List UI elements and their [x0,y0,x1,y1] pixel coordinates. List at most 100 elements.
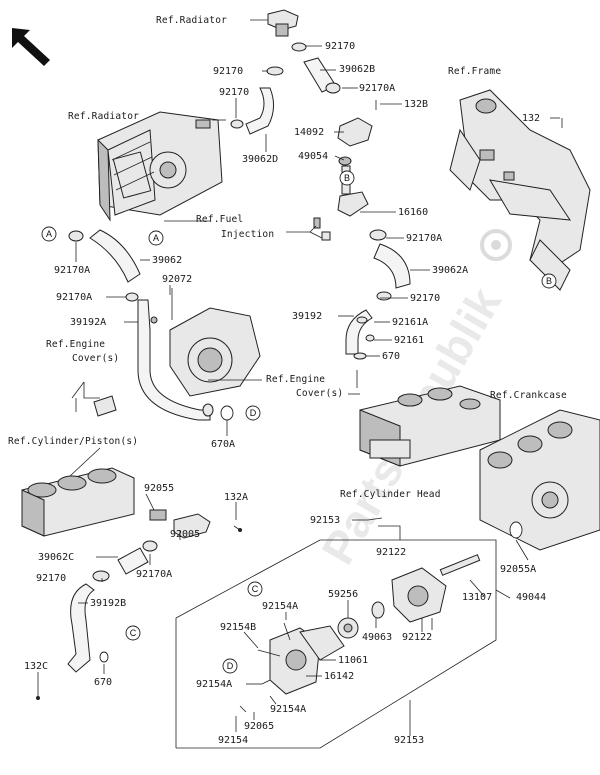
pipe-39192A [125,288,234,421]
svg-text:A: A [46,229,52,239]
part-39062: 39062 [152,255,182,266]
hose-39062C [92,540,158,582]
part-132B: 132B [404,99,428,110]
frame-illustration [449,89,591,291]
cylinder-block-illustration [21,467,135,537]
ref-radiator-top: Ref.Radiator [156,15,227,26]
svg-text:B: B [344,173,350,183]
callout-C-2: C [125,625,141,641]
part-92055: 92055 [144,483,174,494]
part-92170A: 92170A [359,83,395,94]
part-132C: 132C [24,661,48,672]
ref-cylinder-piston: Ref.Cylinder/Piston(s) [8,436,138,447]
part-13107: 13107 [462,592,492,603]
part-670A: 670A [211,439,235,450]
front-direction-arrow-icon [12,28,50,66]
hose-39062 [68,229,141,283]
part-92170A: 92170A [54,265,90,276]
part-49063: 49063 [362,632,392,643]
part-92170: 92170 [36,573,66,584]
callout-D-1: D [245,405,261,421]
part-39192A: 39192A [70,317,106,328]
hose-39062A [373,243,411,301]
leader-lines [37,19,560,736]
part-92122: 92122 [402,632,432,643]
part-92122: 92122 [376,547,406,558]
ref-engine-cover-right-1: Ref.Engine [266,374,325,385]
engine-cover-illustration [75,307,261,417]
part-11061: 11061 [338,655,368,666]
part-92170: 92170 [219,87,249,98]
water-pump-cover [269,625,345,695]
ref-frame: Ref.Frame [448,66,501,77]
ref-engine-cover-right-2: Cover(s) [296,388,343,399]
part-39192: 39192 [292,311,322,322]
shaft-13107 [439,554,481,576]
part-92161A: 92161A [392,317,428,328]
cylinder-head-illustration [359,385,501,467]
part-92170A: 92170A [56,292,92,303]
ref-cylinder-head: Ref.Cylinder Head [340,489,441,500]
part-92065: 92065 [244,721,274,732]
svg-text:C: C [130,628,137,638]
fitting-92005 [149,509,242,539]
ref-engine-cover-left-2: Cover(s) [72,353,119,364]
radiator-cap-neck [267,9,307,52]
bolts [239,517,433,730]
part-92170A: 92170A [406,233,442,244]
part-92153: 92153 [394,735,424,746]
svg-text:D: D [227,661,234,671]
svg-text:C: C [252,584,259,594]
thermostat-housing [325,82,387,241]
ref-fuel-2: Injection [221,229,274,240]
callout-B-1: B [339,170,355,186]
part-92055A: 92055A [500,564,536,575]
part-92170: 92170 [213,66,243,77]
part-16142: 16142 [324,671,354,682]
part-92170: 92170 [325,41,355,52]
callout-D-2: D [222,658,238,674]
fuel-injection-sensor [313,217,331,241]
part-39062A: 39062A [432,265,468,276]
part-16160: 16160 [398,207,428,218]
part-92072: 92072 [162,274,192,285]
callout-C-1: C [247,581,263,597]
pump-body [371,567,447,623]
part-39062B: 39062B [339,64,375,75]
ref-radiator-left: Ref.Radiator [68,111,139,122]
part-49044: 49044 [516,592,546,603]
part-49054: 49054 [298,151,328,162]
svg-text:B: B [546,276,552,286]
hose-39192 [345,309,375,388]
part-132: 132 [522,113,540,124]
part-132A: 132A [224,492,248,503]
part-92170A: 92170A [136,569,172,580]
ref-engine-cover-left-1: Ref.Engine [46,339,105,350]
part-670: 670 [94,677,112,688]
water-pump-frame [175,539,497,749]
part-92153: 92153 [310,515,340,526]
part-670: 670 [382,351,400,362]
callout-A-1: A [41,226,57,242]
impeller-59256 [337,617,359,639]
part-92154A: 92154A [262,601,298,612]
part-92161: 92161 [394,335,424,346]
part-92170: 92170 [410,293,440,304]
part-59256: 59256 [328,589,358,600]
gear-watermark-icon [480,229,512,261]
ref-fuel-1: Ref.Fuel [196,214,243,225]
part-92154A: 92154A [196,679,232,690]
part-39062D: 39062D [242,154,278,165]
part-92005: 92005 [170,529,200,540]
pipe-39192B [36,583,109,700]
svg-text:D: D [250,408,257,418]
callout-B-2: B [541,273,557,289]
part-39062C: 39062C [38,552,74,563]
part-92154A: 92154A [270,704,306,715]
callout-A-2: A [148,230,164,246]
crankcase-illustration [479,409,600,551]
svg-text:A: A [153,233,159,243]
radiator-illustration [97,111,223,222]
